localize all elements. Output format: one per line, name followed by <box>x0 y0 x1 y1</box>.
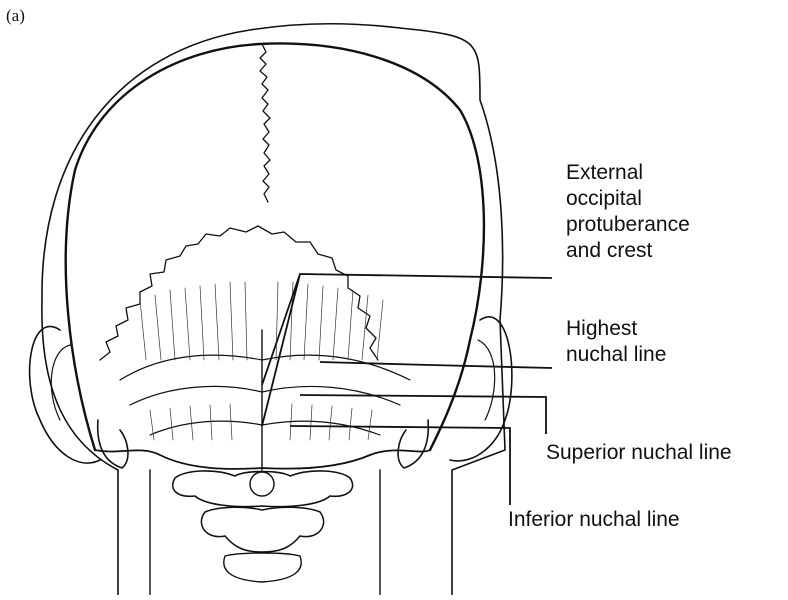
atlas-vertebra <box>173 471 353 507</box>
inferior-nuchal-line-label: Inferior nuchal line <box>508 507 680 533</box>
superior-nuchal-curve-left <box>130 386 262 405</box>
inferior-nuchal-curve-right <box>262 421 380 435</box>
highest-nuchal-curve-right <box>262 355 410 380</box>
leader-inferior <box>290 426 510 505</box>
highest-nuchal-curve-left <box>120 355 262 380</box>
leader-eop-2 <box>262 274 300 426</box>
inferior-nuchal-curve-left <box>150 421 262 435</box>
lambdoid-suture <box>100 226 378 360</box>
head-outline <box>42 24 505 595</box>
left-ear-inner <box>51 345 70 420</box>
highest-nuchal-line-label: Highest nuchal line <box>566 316 666 368</box>
cervical-vertebra-3 <box>224 553 301 582</box>
external-occipital-protuberance-label: External occipital protuberance and cres… <box>566 160 690 264</box>
axis-vertebra <box>201 507 323 552</box>
panel-label: (a) <box>6 6 25 26</box>
superior-nuchal-line-label: Superior nuchal line <box>546 440 732 466</box>
leader-highest <box>320 362 552 368</box>
right-ear-inner <box>478 340 495 420</box>
atlas-foramen <box>250 472 274 496</box>
sagittal-suture <box>260 44 270 202</box>
